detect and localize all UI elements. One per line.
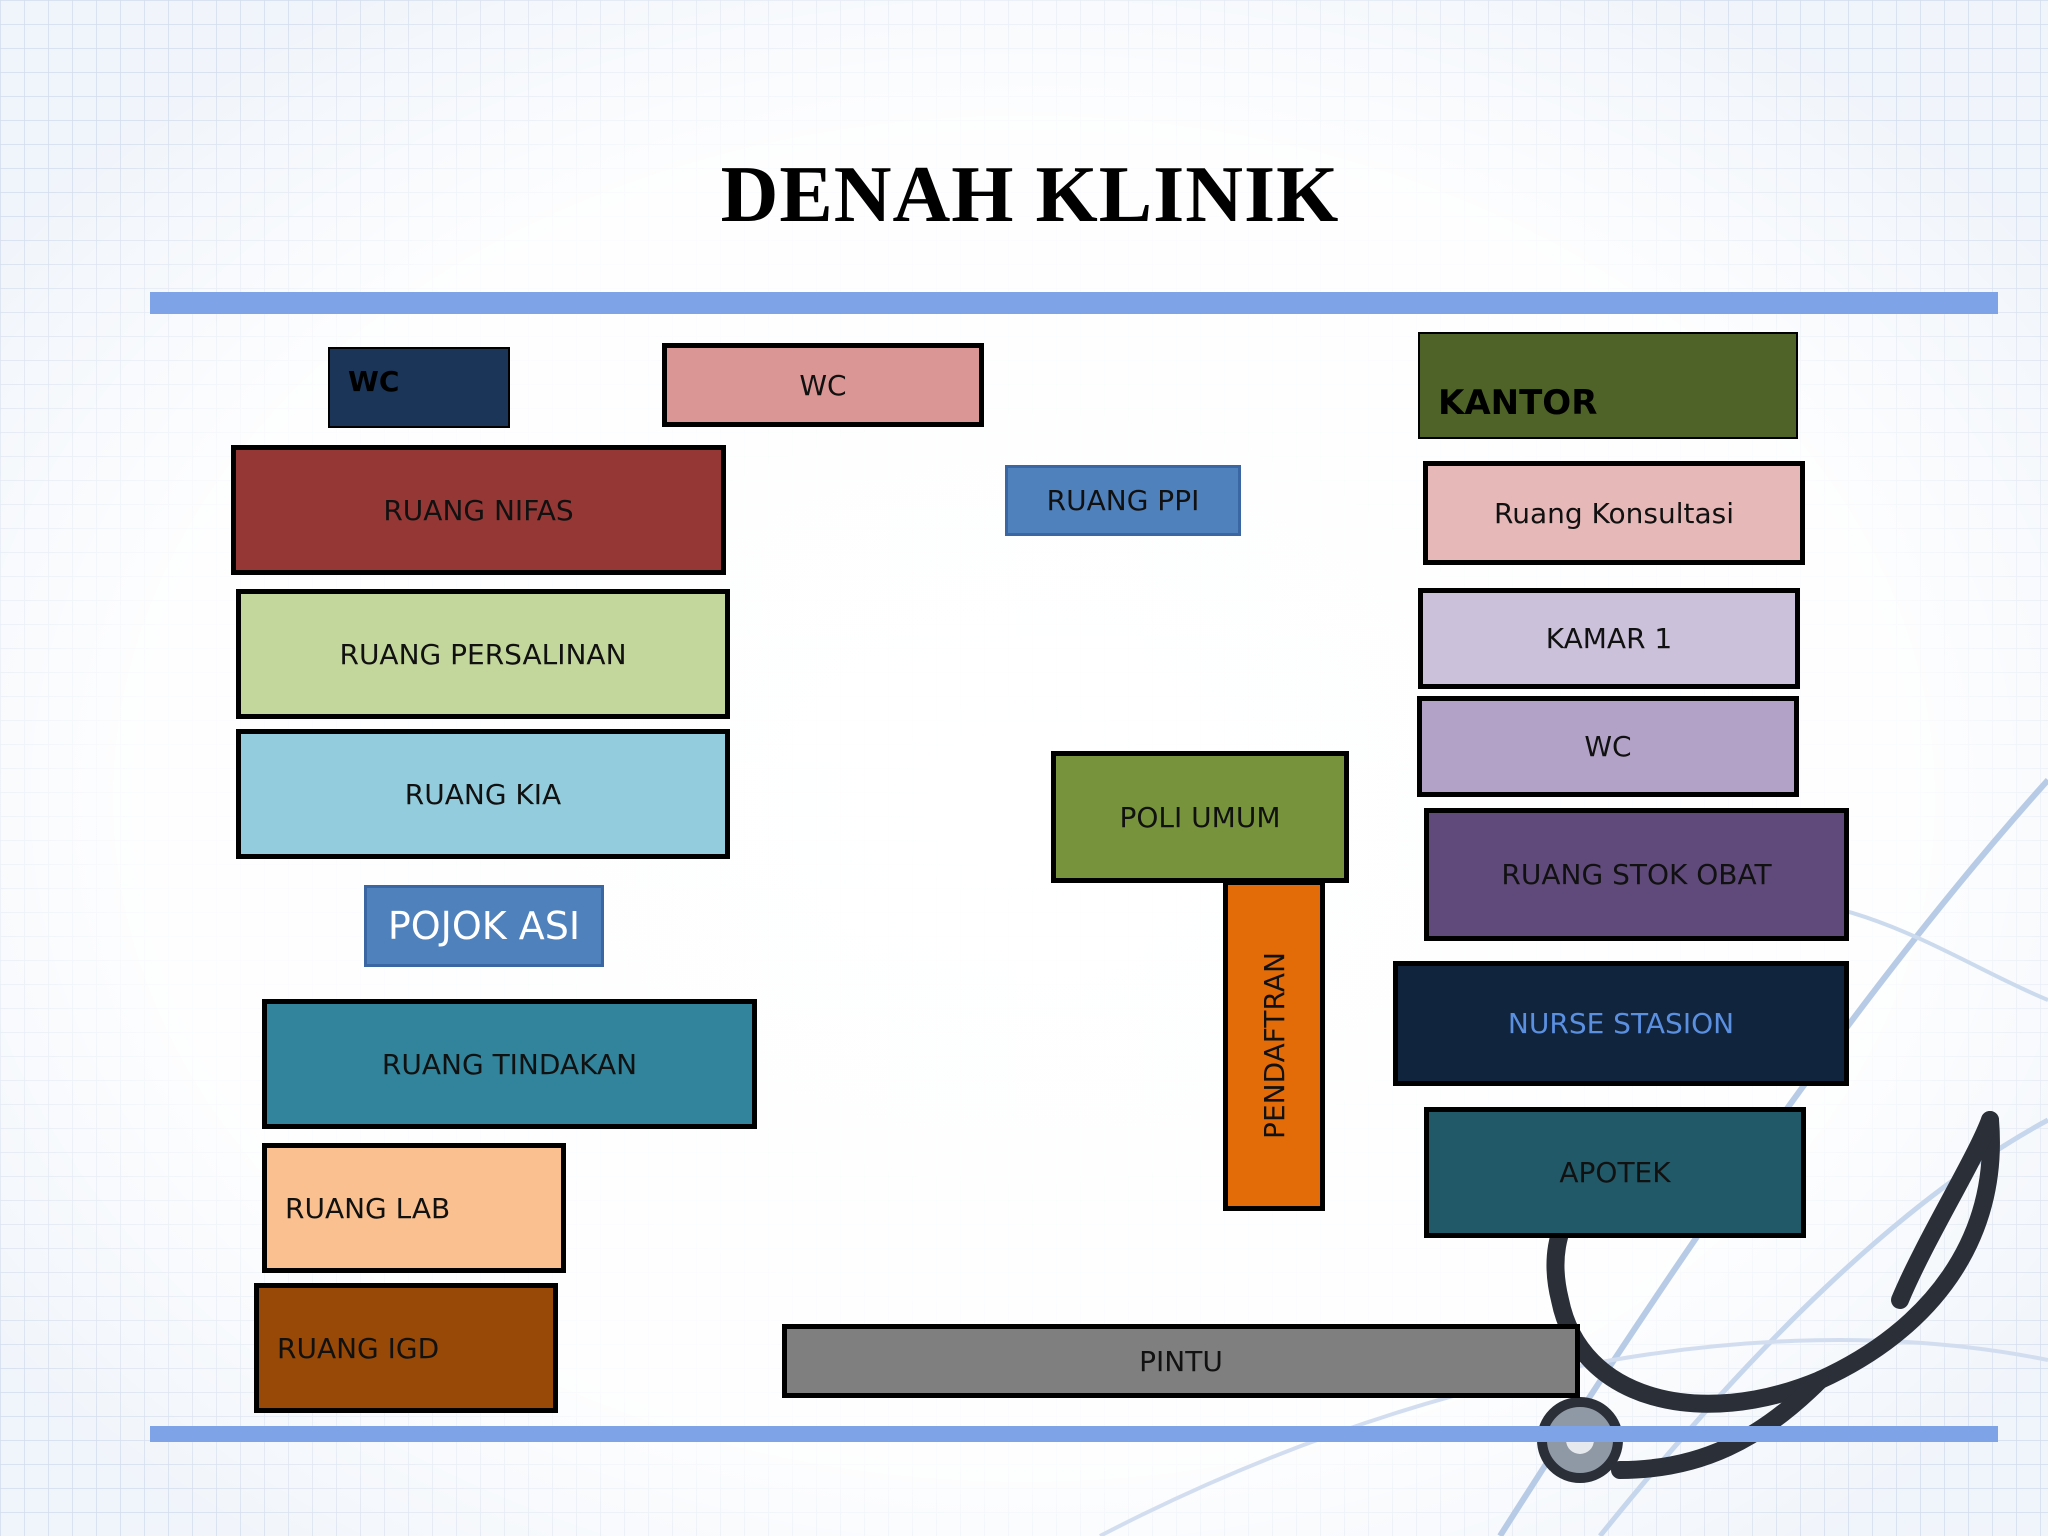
room-label: RUANG KIA [404,777,562,811]
room-label: RUANG TINDAKAN [381,1047,638,1081]
room-label: RUANG LAB [285,1191,451,1225]
room-ruang-nifas: RUANG NIFAS [231,445,726,575]
room-label: WC [348,365,400,398]
room-label: RUANG PPI [1046,484,1200,517]
room-label: RUANG STOK OBAT [1501,858,1772,891]
room-ruang-igd: RUANG IGD [254,1283,558,1413]
room-wc-top-mid: WC [662,343,984,427]
bottom-divider [150,1426,1998,1442]
room-label: WC [1584,730,1632,763]
room-ruang-konsultasi: Ruang Konsultasi [1423,461,1805,565]
room-pojok-asi: POJOK ASI [364,885,604,967]
room-pendaftran: PENDAFTRAN [1223,880,1325,1211]
room-ruang-tindakan: RUANG TINDAKAN [262,999,757,1129]
room-nurse-stasion: NURSE STASION [1393,961,1849,1086]
room-label: PINTU [1139,1344,1223,1378]
room-label: PENDAFTRAN [1257,952,1291,1139]
page-title: DENAH KLINIK [720,151,1340,239]
room-wc-top-left: WC [328,347,510,428]
room-kantor: KANTOR [1418,332,1798,439]
room-wc-right: WC [1417,696,1799,797]
room-label: RUANG IGD [277,1331,440,1365]
room-ruang-stok-obat: RUANG STOK OBAT [1424,808,1849,941]
room-kamar-1: KAMAR 1 [1418,588,1800,689]
room-apotek: APOTEK [1424,1107,1806,1238]
room-ruang-persalinan: RUANG PERSALINAN [236,589,730,719]
top-divider [150,292,1998,314]
room-poli-umum: POLI UMUM [1051,751,1349,883]
room-label: Ruang Konsultasi [1494,496,1734,530]
room-ruang-lab: RUANG LAB [262,1143,566,1273]
room-ruang-ppi: RUANG PPI [1005,465,1241,536]
room-label: NURSE STASION [1507,1007,1735,1040]
room-label: WC [799,368,847,402]
room-ruang-kia: RUANG KIA [236,729,730,859]
room-label: KANTOR [1438,383,1598,423]
room-label: POJOK ASI [387,904,581,948]
room-label: POLI UMUM [1119,800,1281,834]
room-label: KAMAR 1 [1545,622,1673,655]
room-label: RUANG PERSALINAN [339,637,627,671]
room-pintu: PINTU [782,1324,1580,1398]
room-label: RUANG NIFAS [383,493,574,527]
room-label: APOTEK [1559,1156,1671,1189]
